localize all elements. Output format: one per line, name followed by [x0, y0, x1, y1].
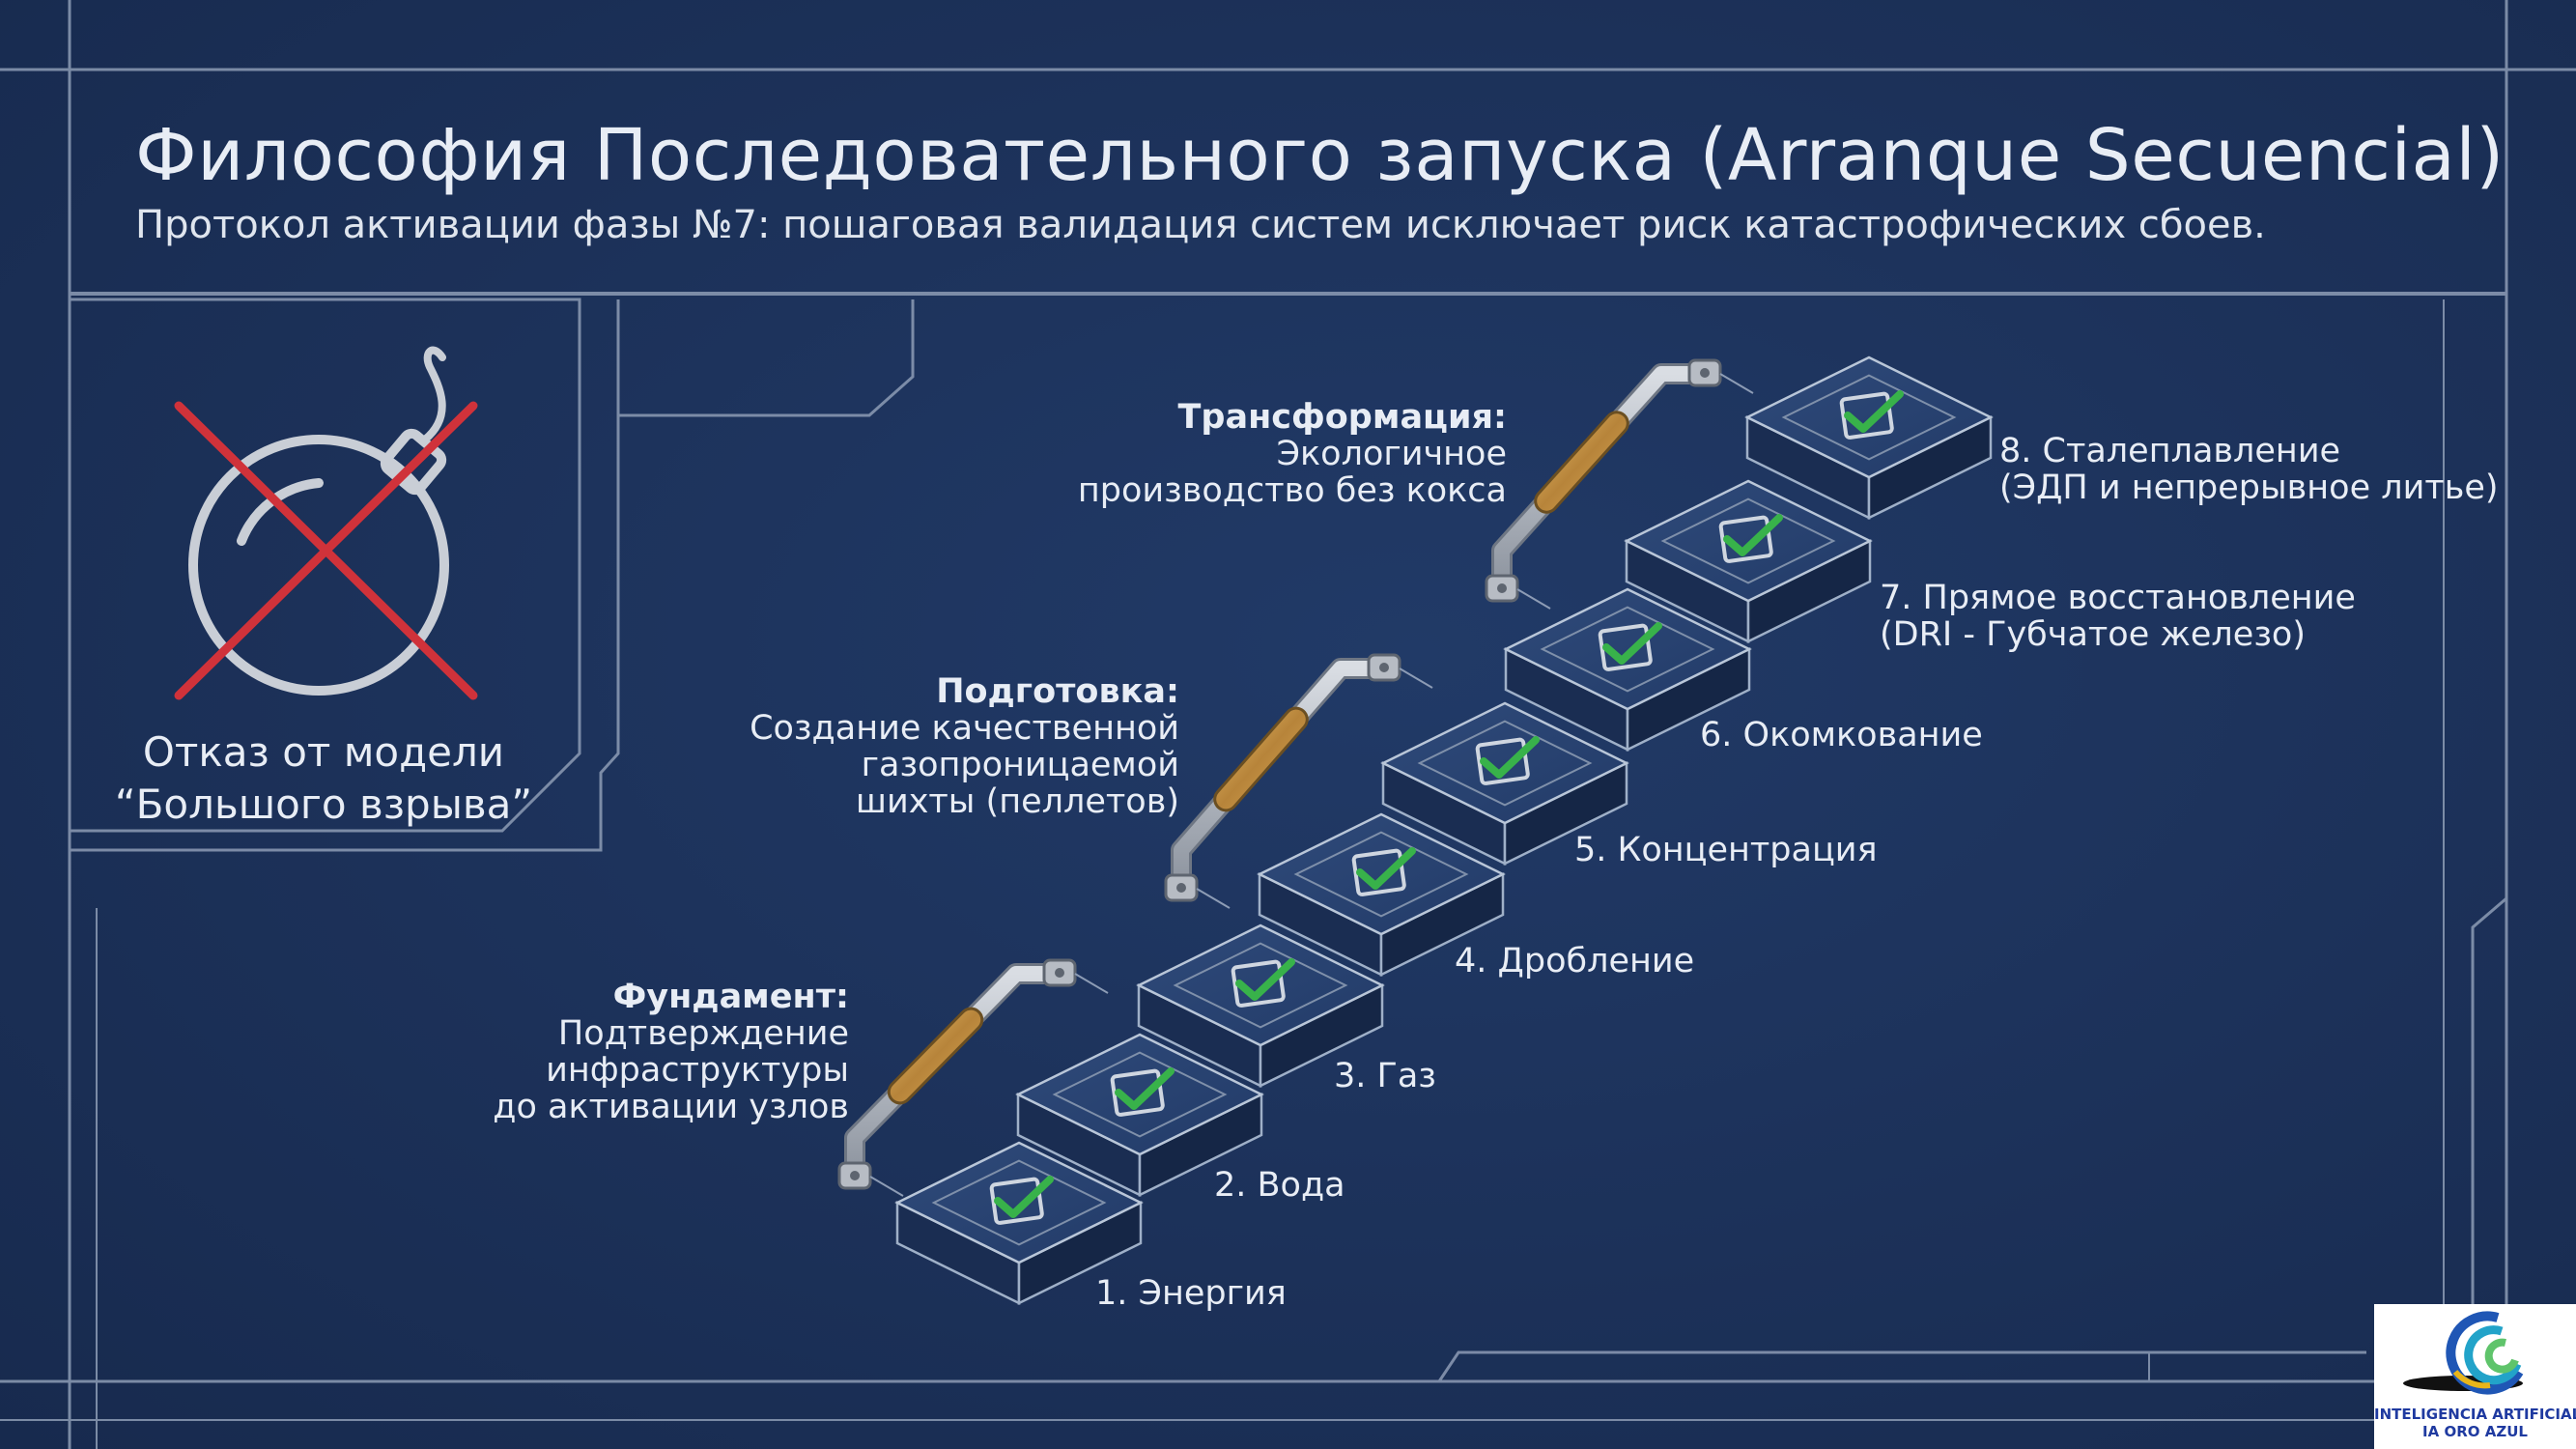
step-block-5 [1380, 701, 1629, 867]
step-block-2 [1015, 1033, 1264, 1198]
group-title: Трансформация: [1177, 398, 1507, 437]
bracket-2 [1164, 653, 1433, 909]
check-icon [1115, 1067, 1175, 1110]
group-line: газопроницаемой [861, 746, 1179, 784]
step-label-6: 6. Окомкование [1700, 717, 1983, 753]
group-label-preparation: Подготовка: Создание качественной газопр… [750, 673, 1179, 820]
step-label-2: 2. Вода [1214, 1167, 1345, 1204]
page-title: Философия Последовательного запуска (Arr… [135, 114, 2505, 197]
reject-caption-line2: “Большого взрыва” [114, 781, 533, 828]
group-line: инфраструктуры [546, 1051, 849, 1090]
check-icon [1235, 958, 1295, 1001]
page-subtitle: Протокол активации фазы №7: пошаговая ва… [135, 203, 2266, 247]
group-line: производство без кокса [1077, 471, 1507, 510]
bracket-1 [837, 958, 1109, 1197]
step-label-7: 7. Прямое восстановление (DRI - Губчатое… [1880, 580, 2356, 653]
group-title: Подготовка: [936, 672, 1179, 711]
step-block-7 [1624, 479, 1873, 644]
group-line: Экологичное [1276, 435, 1507, 473]
checkbox-icon [1718, 515, 1773, 563]
reject-caption: Отказ от модели “Большого взрыва” [106, 726, 541, 831]
reject-caption-line1: Отказ от модели [142, 728, 505, 776]
checkbox-icon [1475, 737, 1530, 785]
step-label-line: 4. Дробление [1455, 942, 1695, 980]
group-brackets [837, 358, 1754, 1197]
checkbox-icon [1231, 959, 1286, 1008]
step-label-line: 7. Прямое восстановление [1880, 579, 2356, 617]
step-label-line: (DRI - Губчатое железо) [1880, 615, 2307, 654]
check-icon [1602, 622, 1662, 665]
check-icon [1480, 736, 1540, 779]
check-icon [1723, 514, 1783, 556]
check-icon [1844, 390, 1904, 433]
step-label-line: 1. Энергия [1095, 1274, 1287, 1313]
step-label-line: (ЭДП и непрерывное литье) [1999, 469, 2499, 507]
step-block-6 [1503, 587, 1752, 753]
step-label-line: 6. Окомкование [1700, 716, 1983, 754]
step-label-8: 8. Сталеплавление (ЭДП и непрерывное лит… [1999, 433, 2499, 506]
group-label-foundation: Фундамент: Подтверждение инфраструктуры … [493, 979, 849, 1125]
checkbox-icon [1110, 1068, 1165, 1117]
step-label-line: 2. Вода [1214, 1166, 1345, 1205]
step-label-line: 3. Газ [1334, 1057, 1436, 1095]
step-block-8 [1744, 355, 1994, 521]
brand-logo: INTELIGENCIA ARTIFICIAL IA ORO AZUL [2374, 1304, 2576, 1449]
logo-text-line2: IA ORO AZUL [2422, 1423, 2528, 1440]
bracket-3 [1485, 358, 1754, 610]
check-icon [994, 1176, 1054, 1218]
step-label-1: 1. Энергия [1095, 1275, 1287, 1312]
step-label-4: 4. Дробление [1455, 943, 1694, 980]
checkbox-icon [989, 1177, 1044, 1225]
checkbox-icon [1351, 848, 1406, 896]
step-block-1 [894, 1141, 1144, 1306]
step-block-4 [1257, 812, 1506, 978]
logo-text-line1: INTELIGENCIA ARTIFICIAL [2374, 1406, 2576, 1423]
check-icon [1356, 847, 1416, 890]
checkbox-icon [1598, 623, 1653, 671]
group-line: до активации узлов [493, 1088, 849, 1126]
cross-icon [174, 401, 478, 700]
group-title: Фундамент: [612, 978, 849, 1016]
step-label-line: 8. Сталеплавление [1999, 432, 2341, 470]
step-block-3 [1136, 923, 1385, 1089]
step-label-3: 3. Газ [1334, 1058, 1436, 1094]
step-label-line: 5. Концентрация [1574, 831, 1878, 869]
step-blocks [894, 355, 1994, 1306]
group-line: шихты (пеллетов) [855, 782, 1179, 821]
group-line: Подтверждение [557, 1014, 849, 1053]
step-label-5: 5. Концентрация [1574, 832, 1878, 868]
checkbox-icon [1839, 391, 1894, 440]
logo-emblem-icon [2403, 1311, 2524, 1395]
group-line: Создание качественной [750, 709, 1179, 748]
group-label-transformation: Трансформация: Экологичное производство … [1078, 399, 1507, 509]
